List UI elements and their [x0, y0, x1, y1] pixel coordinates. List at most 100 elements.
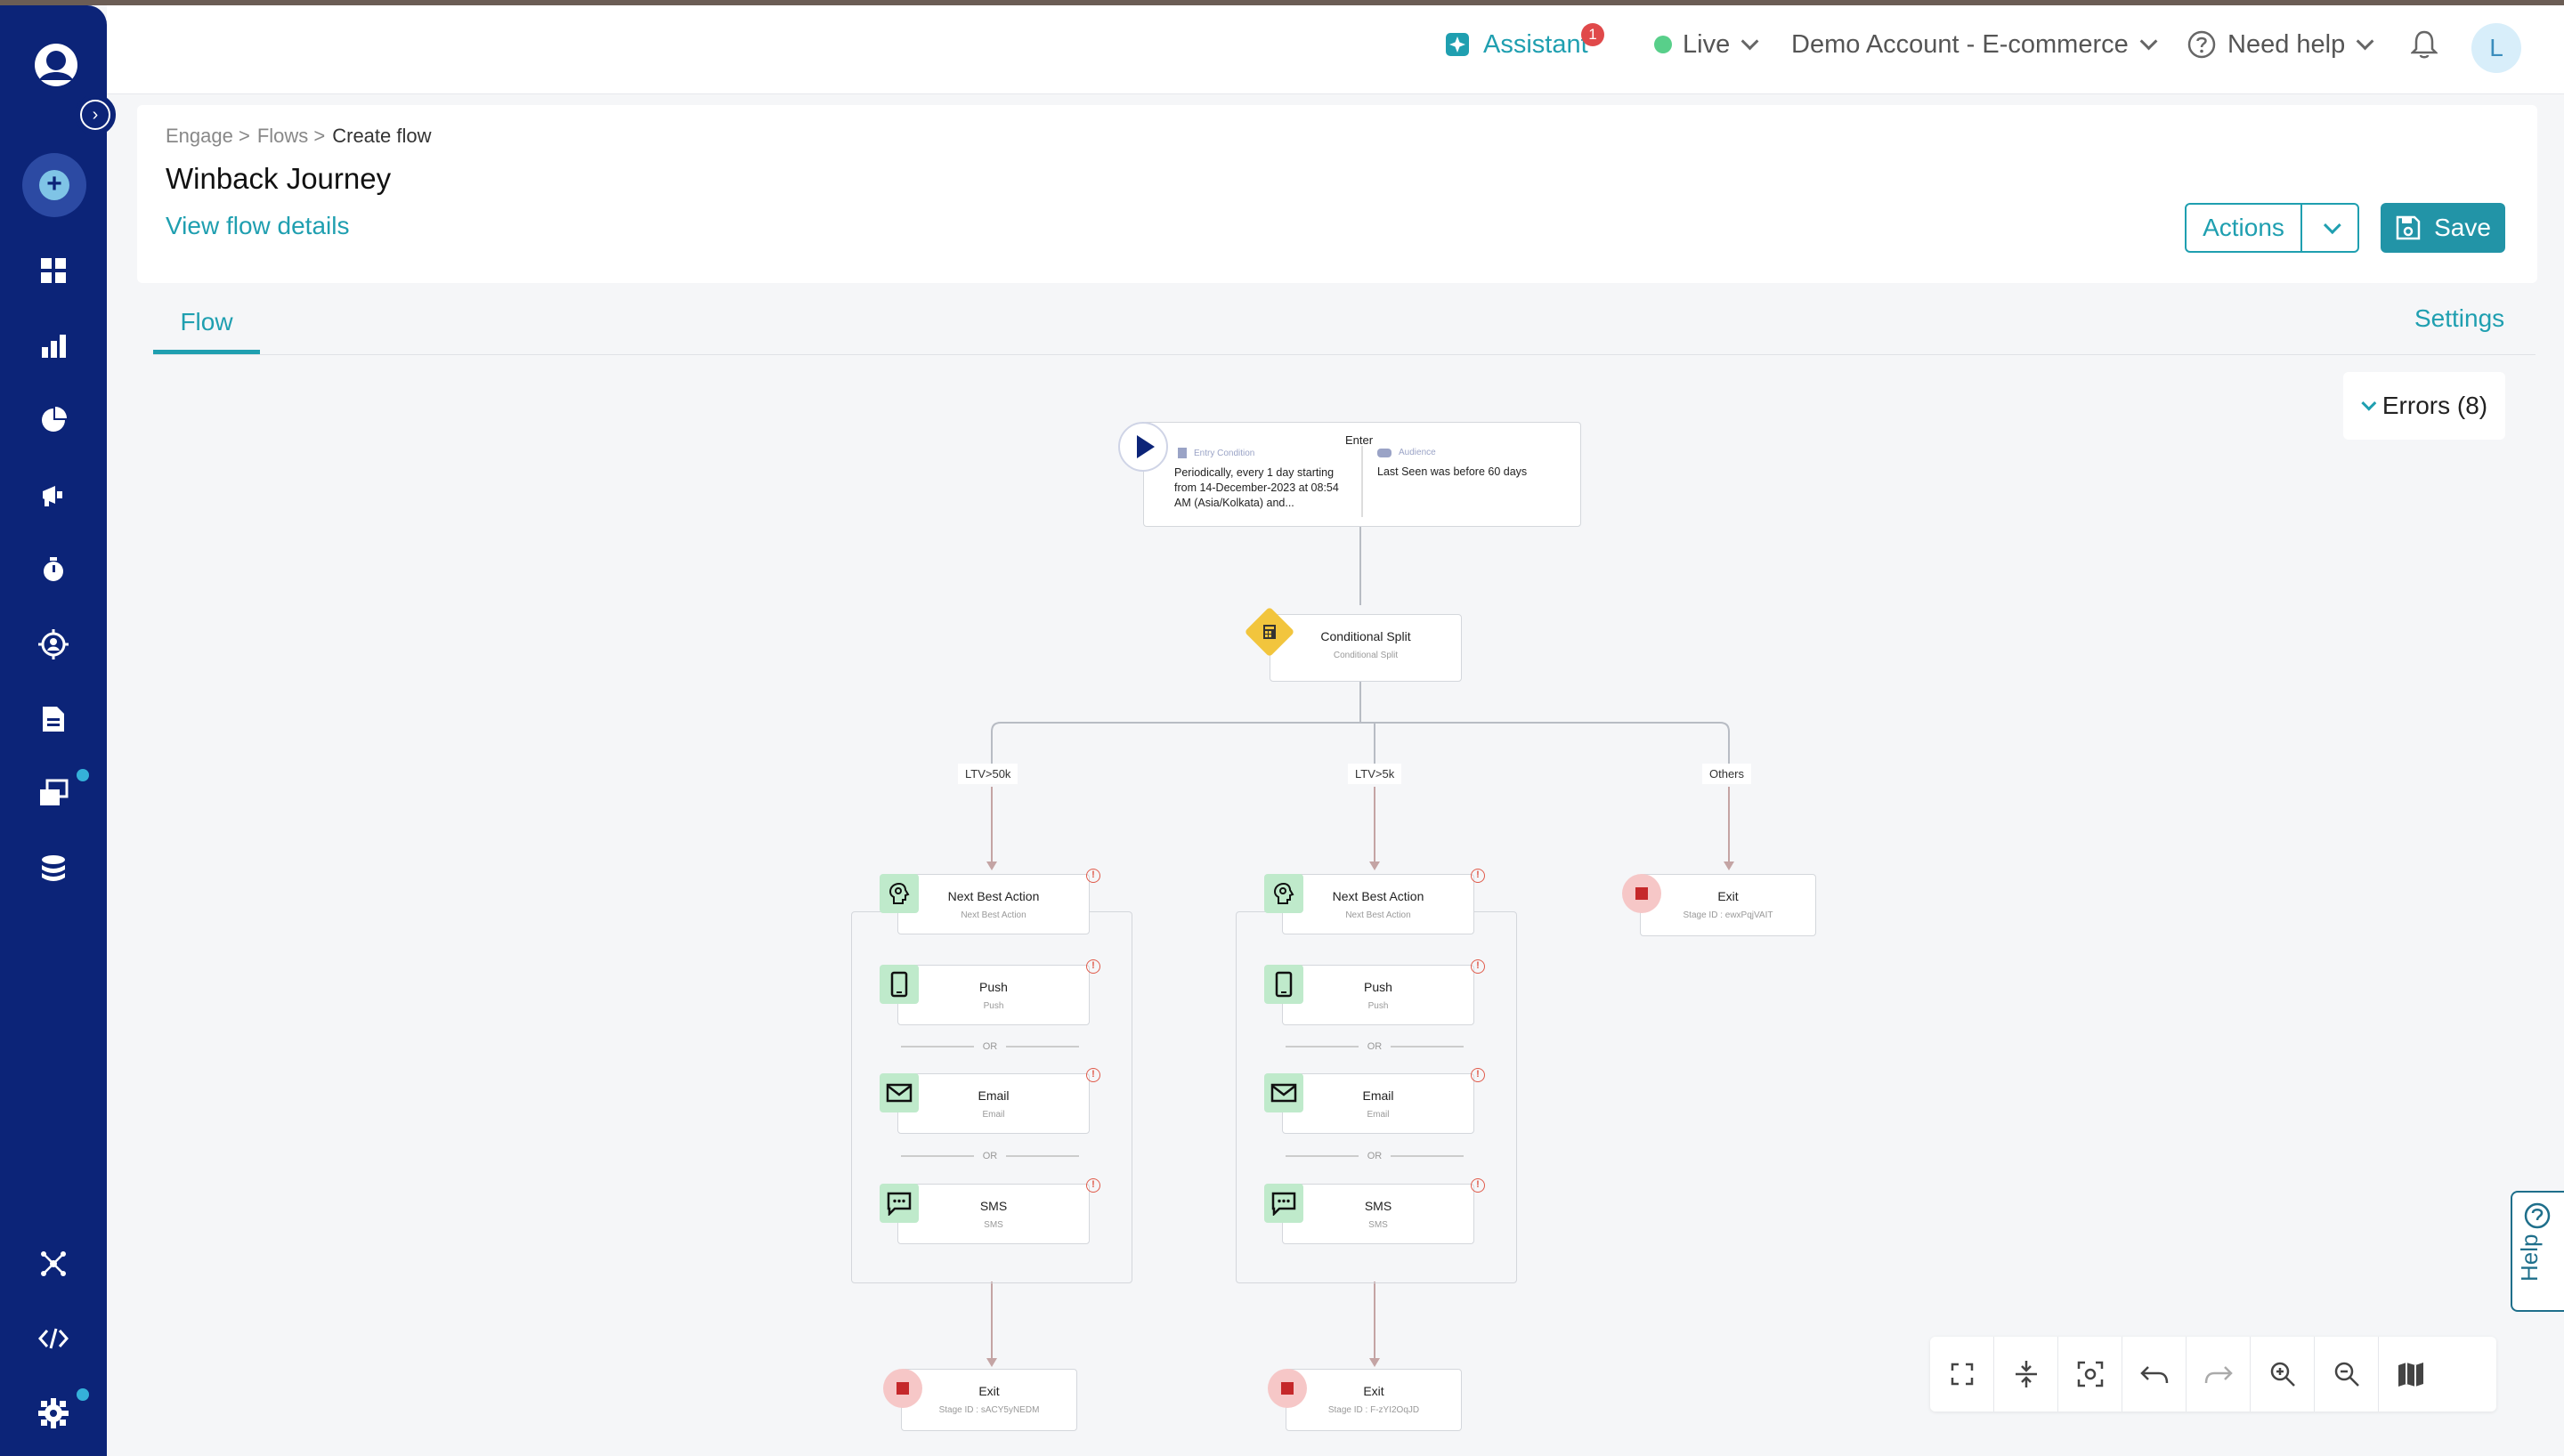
- user-avatar[interactable]: L: [2471, 23, 2521, 73]
- error-icon[interactable]: !: [1086, 1068, 1100, 1082]
- content-library-icon[interactable]: [36, 776, 71, 812]
- help-side-tab[interactable]: Help: [2511, 1191, 2564, 1312]
- entry-node[interactable]: Enter Entry Condition Periodically, ever…: [1143, 422, 1581, 527]
- help-label: Need help: [2227, 29, 2346, 59]
- breadcrumb: Engage > Flows > Create flow: [166, 125, 432, 148]
- play-icon[interactable]: [1118, 422, 1168, 472]
- dashboard-icon[interactable]: [36, 253, 71, 288]
- entry-condition-value: Periodically, every 1 day starting from …: [1174, 466, 1339, 509]
- campaigns-megaphone-icon[interactable]: [36, 477, 71, 513]
- next-best-action-node[interactable]: Next Best Action Next Best Action: [1282, 874, 1474, 934]
- breadcrumb-current: Create flow: [332, 125, 432, 147]
- brain-icon: [880, 874, 919, 913]
- save-disk-icon: [2396, 215, 2421, 240]
- question-circle-icon: [2187, 30, 2216, 59]
- error-icon[interactable]: !: [1086, 869, 1100, 883]
- conditional-split-node[interactable]: Conditional Split Conditional Split: [1270, 614, 1462, 682]
- fullscreen-icon[interactable]: [1930, 1337, 1994, 1412]
- error-icon[interactable]: !: [1471, 1068, 1485, 1082]
- zoom-in-icon[interactable]: [2251, 1337, 2315, 1412]
- push-node[interactable]: Push Push: [1282, 965, 1474, 1025]
- push-node[interactable]: Push Push: [897, 965, 1090, 1025]
- errors-label: Errors (8): [2381, 392, 2488, 419]
- node-subtitle: Email: [982, 1110, 1005, 1120]
- entry-condition: Entry Condition Periodically, every 1 da…: [1174, 448, 1352, 511]
- integrations-icon[interactable]: [36, 1246, 71, 1282]
- breadcrumb-engage[interactable]: Engage >: [166, 125, 250, 147]
- breadcrumb-flows[interactable]: Flows >: [256, 125, 326, 147]
- account-label: Demo Account - E-commerce: [1791, 29, 2129, 59]
- account-dropdown[interactable]: Demo Account - E-commerce: [1791, 27, 2158, 62]
- errors-toggle-button[interactable]: Errors (8): [2343, 372, 2505, 440]
- sidebar-expand-button[interactable]: ›: [75, 94, 116, 135]
- error-icon[interactable]: !: [1471, 959, 1485, 974]
- tab-flow[interactable]: Flow: [153, 308, 260, 354]
- sparkle-icon: [1446, 33, 1469, 56]
- actions-label[interactable]: Actions: [2187, 205, 2302, 251]
- or-label: OR: [1367, 1151, 1383, 1161]
- error-icon[interactable]: !: [1471, 1178, 1485, 1193]
- chat-bubble-icon: [1264, 1184, 1303, 1223]
- live-status-dot: [1654, 36, 1672, 53]
- exit-node-ltv-5k[interactable]: Exit Stage ID : F-zYI2OqJD: [1286, 1369, 1462, 1431]
- focus-center-icon[interactable]: [2058, 1337, 2122, 1412]
- node-title: Push: [979, 980, 1008, 994]
- zoom-out-icon[interactable]: [2315, 1337, 2379, 1412]
- sms-node[interactable]: SMS SMS: [897, 1184, 1090, 1244]
- fit-vertical-icon[interactable]: [1994, 1337, 2058, 1412]
- exit-node-others[interactable]: Exit Stage ID : ewxPqjVAIT: [1640, 874, 1816, 936]
- node-title: Conditional Split: [1320, 629, 1411, 643]
- node-subtitle: Stage ID : sACY5yNEDM: [938, 1405, 1040, 1415]
- node-subtitle: Conditional Split: [1333, 651, 1399, 660]
- database-icon[interactable]: [36, 851, 71, 886]
- exit-node-ltv-50k[interactable]: Exit Stage ID : sACY5yNEDM: [901, 1369, 1077, 1431]
- or-divider: OR: [901, 1041, 1079, 1052]
- settings-notification-dot: [77, 1388, 89, 1401]
- settings-gear-icon[interactable]: [36, 1395, 71, 1431]
- mail-icon: [880, 1073, 919, 1112]
- email-node[interactable]: Email Email: [1282, 1073, 1474, 1134]
- personalize-target-icon[interactable]: [36, 627, 71, 662]
- logo-icon[interactable]: [32, 41, 80, 89]
- redo-icon[interactable]: [2187, 1337, 2251, 1412]
- or-divider: OR: [901, 1151, 1079, 1161]
- tab-settings[interactable]: Settings: [2414, 304, 2505, 332]
- analytics-icon[interactable]: [36, 328, 71, 363]
- notifications-bell-icon[interactable]: [2411, 27, 2438, 62]
- node-subtitle: Push: [1367, 1001, 1389, 1011]
- entry-condition-key: Entry Condition: [1194, 448, 1255, 458]
- error-icon[interactable]: !: [1471, 869, 1485, 883]
- node-subtitle: Email: [1367, 1110, 1390, 1120]
- sms-node[interactable]: SMS SMS: [1282, 1184, 1474, 1244]
- timer-icon[interactable]: [36, 552, 71, 587]
- environment-dropdown[interactable]: Live: [1654, 27, 1759, 62]
- branch-label-others[interactable]: Others: [1702, 764, 1752, 784]
- stop-icon: [883, 1369, 922, 1408]
- document-icon[interactable]: [36, 701, 71, 737]
- mobile-phone-icon: [1264, 965, 1303, 1004]
- branch-label-ltv-50k[interactable]: LTV>50k: [958, 764, 1018, 784]
- undo-icon[interactable]: [2122, 1337, 2187, 1412]
- actions-dropdown-toggle[interactable]: [2302, 205, 2357, 251]
- audience-value: Last Seen was before 60 days: [1377, 465, 1528, 478]
- code-icon[interactable]: [36, 1321, 71, 1356]
- actions-button[interactable]: Actions: [2185, 203, 2359, 253]
- help-dropdown[interactable]: Need help: [2187, 27, 2374, 62]
- node-subtitle: SMS: [1368, 1220, 1388, 1230]
- assistant-label: Assistant: [1483, 29, 1588, 59]
- view-flow-details-link[interactable]: View flow details: [166, 212, 350, 239]
- email-node[interactable]: Email Email: [897, 1073, 1090, 1134]
- next-best-action-node[interactable]: Next Best Action Next Best Action: [897, 874, 1090, 934]
- or-divider: OR: [1286, 1151, 1464, 1161]
- error-icon[interactable]: !: [1086, 959, 1100, 974]
- stop-icon: [1268, 1369, 1307, 1408]
- save-button[interactable]: Save: [2381, 203, 2505, 253]
- error-icon[interactable]: !: [1086, 1178, 1100, 1193]
- segments-pie-icon[interactable]: [36, 402, 71, 438]
- plus-icon: +: [39, 170, 69, 200]
- audience-icon: [1377, 448, 1392, 457]
- create-button[interactable]: +: [22, 153, 86, 217]
- assistant-button[interactable]: Assistant: [1444, 27, 1588, 62]
- minimap-icon[interactable]: [2379, 1337, 2443, 1412]
- branch-label-ltv-5k[interactable]: LTV>5k: [1348, 764, 1402, 784]
